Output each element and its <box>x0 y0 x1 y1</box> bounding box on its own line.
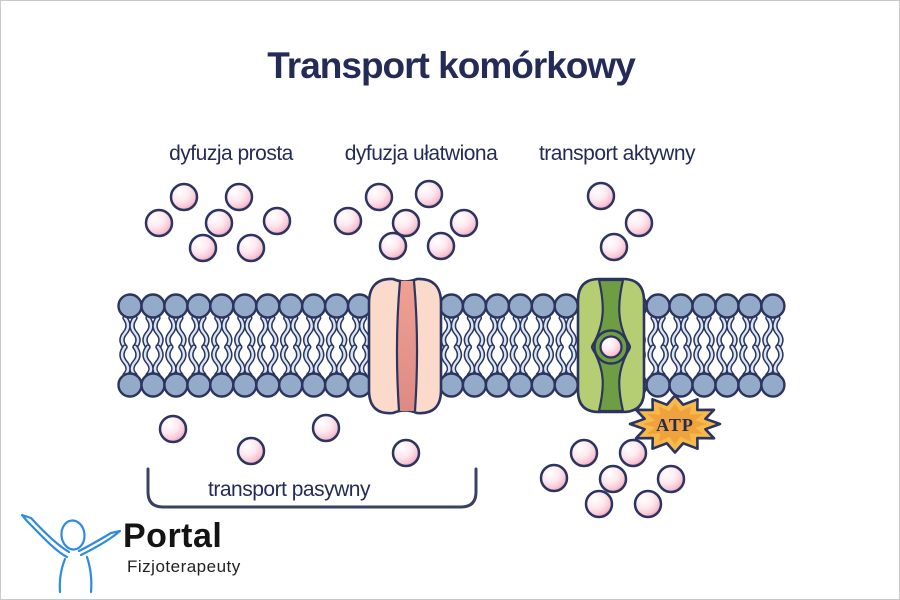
molecule <box>391 438 421 468</box>
label-active-transport: transport aktywny <box>538 142 696 165</box>
lipid-head <box>668 372 694 398</box>
molecule <box>364 182 394 212</box>
molecule <box>236 436 266 466</box>
molecule <box>204 208 234 238</box>
lipid-head <box>163 372 189 398</box>
molecule <box>449 208 479 238</box>
logo: Portal Fizjoterapeuty <box>15 507 255 597</box>
lipid-head <box>737 372 763 398</box>
logo-title: Portal <box>123 517 223 555</box>
lipid-head <box>461 372 488 398</box>
lipid-head <box>255 372 281 398</box>
lipid-head <box>209 293 235 319</box>
molecule <box>236 233 266 263</box>
lipid-head <box>301 372 327 398</box>
lipid-head <box>117 372 143 398</box>
molecule <box>169 182 199 212</box>
lipid-head <box>140 293 166 319</box>
lipid-head <box>645 293 671 319</box>
molecule <box>618 438 648 468</box>
lipid-head <box>530 293 556 319</box>
molecule <box>656 464 686 494</box>
atp-label: ATP <box>656 415 694 435</box>
lipid-head <box>668 293 694 319</box>
molecule <box>633 489 663 519</box>
molecule <box>333 206 363 236</box>
channel-protein-pore <box>396 281 418 411</box>
lipid-head <box>186 372 212 398</box>
molecule <box>426 231 456 261</box>
lipid-head <box>714 372 740 398</box>
lipid-head <box>140 372 166 398</box>
atp-label-group: ATP <box>656 415 694 435</box>
molecule <box>598 464 628 494</box>
lipid-head <box>530 372 556 398</box>
page-title: Transport komórkowy <box>267 45 636 86</box>
lipid-head <box>507 372 533 398</box>
lipid-head <box>278 372 304 398</box>
molecule <box>569 438 599 468</box>
molecule <box>599 232 629 262</box>
lipid-head <box>438 293 465 319</box>
molecule <box>224 182 254 212</box>
lipid-head <box>186 293 212 319</box>
molecule <box>158 414 188 444</box>
physio-figure-icon <box>20 513 121 594</box>
lipid-head <box>232 372 258 398</box>
lipid-head <box>484 293 511 319</box>
passive-transport-bracket <box>146 467 478 509</box>
logo-subtitle: Fizjoterapeuty <box>127 557 241 576</box>
molecule <box>188 233 218 263</box>
lipid-head <box>760 293 786 319</box>
lipid-head <box>209 372 235 398</box>
lipid-head <box>278 293 304 319</box>
molecule <box>624 208 654 238</box>
lipid-head <box>346 293 373 319</box>
lipid-head <box>691 293 717 319</box>
membrane-lipid-tails <box>119 315 784 378</box>
lipid-head <box>691 372 717 398</box>
molecule <box>584 489 614 519</box>
lipid-head <box>301 293 327 319</box>
lipid-head <box>323 372 350 398</box>
lipid-head <box>461 293 488 319</box>
lipid-head <box>255 293 281 319</box>
lipid-head <box>323 293 350 319</box>
lipid-head <box>645 372 671 398</box>
molecule <box>586 181 616 211</box>
lipid-head <box>737 293 763 319</box>
lipid-head <box>553 372 579 398</box>
lipid-head <box>507 293 533 319</box>
lipid-head <box>117 293 143 319</box>
molecule <box>414 179 444 209</box>
lipid-head <box>163 293 189 319</box>
pump-molecule <box>599 335 623 359</box>
molecule <box>539 463 569 493</box>
molecules <box>144 179 686 519</box>
channel-protein <box>367 277 443 415</box>
lipid-head <box>760 372 786 398</box>
atp-burst <box>628 394 722 454</box>
lipid-head <box>346 372 373 398</box>
lipid-head <box>714 293 740 319</box>
label-facilitated-diffusion: dyfuzja ułatwiona <box>344 142 498 165</box>
lipid-head <box>232 293 258 319</box>
molecule <box>311 413 341 443</box>
lipid-head <box>484 372 511 398</box>
molecule <box>262 206 292 236</box>
molecule <box>391 208 421 238</box>
molecule <box>378 231 408 261</box>
pump-protein <box>576 277 646 414</box>
label-simple-diffusion: dyfuzja prosta <box>169 142 293 165</box>
lipid-head <box>553 293 579 319</box>
label-passive-transport: transport pasywny <box>208 478 370 501</box>
molecule <box>144 208 174 238</box>
lipid-head <box>438 372 465 398</box>
